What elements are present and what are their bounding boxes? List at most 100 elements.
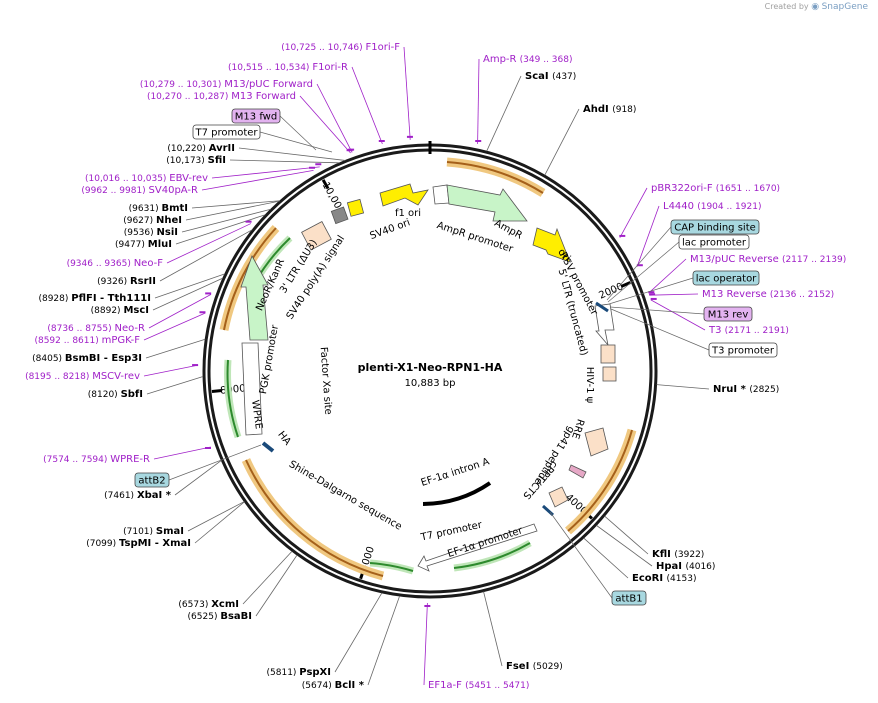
feature-label-factor-xa-site: Factor Xa site <box>318 347 334 416</box>
site-leader-line <box>146 376 204 395</box>
boxed-label-frame <box>611 590 647 606</box>
primer-coord: (2136 .. 2152) <box>770 290 834 300</box>
site-coord: (7461) <box>104 491 137 501</box>
primer-name: MSCV-rev <box>92 371 140 382</box>
primer-name: M13 Forward <box>231 91 296 102</box>
primer-coord: (5451 .. 5471) <box>465 681 529 691</box>
site-label-smai: (7101) SmaI <box>123 526 184 537</box>
site-coord: (10,220) <box>167 144 208 154</box>
feature-bar-ef1a-line <box>453 542 531 569</box>
site-leader-line <box>483 591 503 667</box>
site-name: ScaI <box>525 71 552 82</box>
site-label-nsii: (9536) NsiI <box>124 227 178 238</box>
site-label-bcli: (5674) BclI * <box>302 680 365 691</box>
site-label-bmti: (9631) BmtI <box>129 203 188 214</box>
boxed-label-leader <box>610 308 710 351</box>
primer-coord: (9346 .. 9365) <box>67 259 134 269</box>
feature-label-ef-1-intron-a: EF-1α intron A <box>420 456 491 489</box>
site-name: SbfI <box>121 389 143 400</box>
site-name: TspMI - XmaI <box>119 538 191 549</box>
primer-leader-line <box>201 169 314 191</box>
pgk-promoter-box <box>241 342 263 436</box>
site-name: NheI <box>156 215 182 226</box>
site-name: EcoRI <box>632 573 667 584</box>
primer-coord: (10,279 .. 10,301) <box>140 80 224 90</box>
primer-name: EF1a-F <box>428 680 465 691</box>
site-leader-line <box>145 338 206 359</box>
boxed-label-attb2: attB2 <box>138 476 165 487</box>
primer-leader-line <box>650 299 706 331</box>
primer-name: pBR322ori-F <box>651 183 716 194</box>
site-coord: (7101) <box>123 527 156 537</box>
primer-coord: (10,270 .. 10,287) <box>147 92 231 102</box>
site-label-tspmi-xmai: (7099) TspMI - XmaI <box>86 538 191 549</box>
primer-coord: (2117 .. 2139) <box>782 255 846 265</box>
feature-bar-sd-line <box>369 562 414 572</box>
boxed-label-m13-rev: M13 rev <box>708 310 749 321</box>
primer-label-wpre-r: (7574 .. 7594) WPRE-R <box>43 454 150 465</box>
site-label-msci: (8892) MscI <box>91 305 149 316</box>
boxed-label-leader <box>606 226 672 301</box>
site-name: MluI <box>148 239 172 250</box>
primer-leader-line <box>211 166 320 179</box>
feature-label-shine-dalgarno-sequence: Shine-Dalgarno sequence <box>287 459 404 533</box>
site-name: SfiI <box>208 155 226 166</box>
primer-leader-line <box>423 602 428 686</box>
primer-label-m13-puc-forward: (10,279 .. 10,301) M13/pUC Forward <box>140 79 313 90</box>
restriction-site-group: (5674) BclI *(5811) PspXI(6525) BsaBI(65… <box>32 71 779 691</box>
tick-label: 8000 <box>220 383 246 396</box>
site-leader-line <box>185 200 280 221</box>
site-leader-line <box>152 277 224 311</box>
boxed-label-frame <box>678 234 750 250</box>
feature-bar-neo-line <box>223 227 277 331</box>
primer-leader-line <box>153 446 211 460</box>
site-coord: (2825) <box>749 385 779 395</box>
site-leader-line <box>191 200 280 209</box>
primer-leader-line <box>477 58 480 144</box>
site-name: RsrII <box>130 276 156 287</box>
ef1a-intron-a-bar <box>422 481 492 506</box>
site-label-mlui: (9477) MluI <box>115 239 172 250</box>
primer-label-amp-r: Amp-R (349 .. 368) <box>483 54 573 65</box>
primer-label-f1ori-r: (10,515 .. 10,534) F1ori-R <box>228 62 348 73</box>
site-coord: (918) <box>612 105 636 115</box>
primer-name: M13/pUC Forward <box>224 79 313 90</box>
boxed-label-m13-fwd: M13 fwd <box>235 112 277 123</box>
site-coord: (5811) <box>267 668 300 678</box>
site-leader-line <box>181 208 271 233</box>
primer-leader-line <box>316 83 353 153</box>
primer-label-pbr322ori-f: pBR322ori-F (1651 .. 1670) <box>651 183 780 194</box>
ampr-promoter-arrow <box>432 184 450 205</box>
site-leader-line <box>187 501 245 532</box>
boxed-label-frame <box>703 306 753 322</box>
site-leader-line <box>154 273 225 299</box>
site-name: BclI * <box>335 680 365 691</box>
site-coord: (9627) <box>123 216 156 226</box>
primer-label-mpgk-f: (8592 .. 8611) mPGK-F <box>34 335 140 346</box>
primer-label-t3: T3 (2171 .. 2191) <box>708 325 789 336</box>
site-label-nrui: NruI * (2825) <box>713 384 779 395</box>
primer-leader-line <box>143 364 199 377</box>
plasmid-name: plenti-X1-Neo-RPN1-HA <box>358 361 503 374</box>
primer-leader-line <box>636 205 660 267</box>
neor-kanr-arrow <box>240 255 269 341</box>
boxed-label-frame <box>134 472 170 488</box>
site-label-scai: ScaI (437) <box>525 71 576 82</box>
site-name: XcmI <box>211 599 239 610</box>
site-label-rsrii: (9326) RsrII <box>97 276 156 287</box>
site-leader-line <box>242 550 293 605</box>
primer-name: Neo-F <box>134 258 164 269</box>
primer-leader-line <box>648 258 687 294</box>
primer-label-sv40pa-r: (9962 .. 9981) SV40pA-R <box>81 185 198 196</box>
boxed-label-frame <box>192 124 261 140</box>
site-label-avrii: (10,220) AvrII <box>167 143 235 154</box>
primer-label-ebv-rev: (10,016 .. 10,035) EBV-rev <box>85 173 208 184</box>
primer-coord: (1904 .. 1921) <box>697 202 761 212</box>
rsv-promoter-arrow <box>594 303 615 347</box>
primer-name: F1ori-R <box>312 62 348 73</box>
site-label-ecori: EcoRI (4153) <box>632 573 696 584</box>
site-leader-line <box>174 460 222 496</box>
site-coord: (4153) <box>667 574 697 584</box>
